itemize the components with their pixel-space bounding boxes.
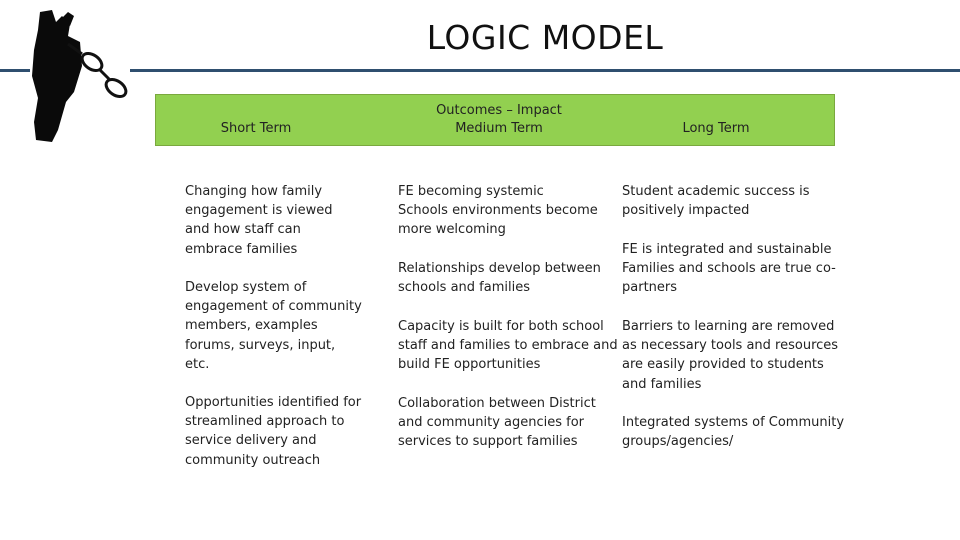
item-line: etc.	[185, 356, 210, 372]
header-rule-left	[0, 69, 30, 72]
item-line: and how staff can	[185, 222, 301, 238]
item-line: Integrated systems of Community	[622, 415, 845, 430]
item-line: more welcoming	[398, 222, 506, 238]
item-line: Student academic success is	[622, 184, 810, 199]
medium-term-item: Collaboration between District and commu…	[398, 394, 618, 452]
long-term-item: Integrated systems of Community groups/a…	[622, 413, 850, 451]
item-line: members, examples	[185, 318, 318, 334]
item-line: schools and families	[398, 280, 530, 296]
item-line: engagement of community	[185, 299, 362, 315]
item-line: staff and families to embrace and	[398, 338, 618, 354]
item-line: service delivery and	[185, 433, 317, 449]
medium-term-item: Relationships develop between schools an…	[398, 259, 618, 297]
page-title: LOGIC MODEL	[426, 18, 664, 57]
item-line: and families	[622, 376, 702, 392]
item-line: engagement is viewed	[185, 203, 333, 219]
header-long-term: Long Term	[682, 121, 750, 136]
medium-term-item: FE becoming systemic Schools environment…	[398, 182, 618, 240]
short-term-item: Opportunities identified for streamlined…	[185, 393, 375, 470]
item-line: Families and schools are true co-	[622, 261, 836, 277]
item-line: embrace families	[185, 241, 298, 257]
item-line: Changing how family	[185, 184, 323, 199]
item-line: partners	[622, 280, 678, 296]
header-rule-right	[130, 69, 960, 72]
header-medium-term: Outcomes – Impact Medium Term	[414, 102, 584, 138]
header-medium-term-label: Medium Term	[455, 121, 543, 136]
item-line: positively impacted	[622, 203, 750, 219]
item-line: Relationships develop between	[398, 261, 601, 276]
long-term-item: FE is integrated and sustainable Familie…	[622, 240, 850, 298]
item-line: groups/agencies/	[622, 434, 734, 450]
item-line: Capacity is built for both school	[398, 319, 604, 334]
item-line: services to support families	[398, 434, 578, 450]
item-line: Barriers to learning are removed	[622, 319, 835, 334]
header-short-term: Short Term	[220, 121, 292, 136]
long-term-item: Student academic success is positively i…	[622, 182, 850, 220]
item-line: community outreach	[185, 452, 321, 468]
short-term-item: Develop system of engagement of communit…	[185, 278, 375, 374]
logo-graphic	[32, 10, 128, 142]
item-line: Schools environments become	[398, 203, 598, 219]
item-line: Develop system of	[185, 280, 307, 295]
table-header: Short Term Outcomes – Impact Medium Term…	[155, 94, 835, 146]
item-line: Collaboration between District	[398, 396, 596, 411]
header-outcomes-impact: Outcomes – Impact	[436, 103, 562, 118]
item-line: FE becoming systemic	[398, 184, 544, 199]
hand-holding-glasses-icon	[22, 6, 134, 146]
item-line: as necessary tools and resources	[622, 338, 839, 354]
long-term-item: Barriers to learning are removed as nece…	[622, 317, 850, 394]
medium-term-item: Capacity is built for both school staff …	[398, 317, 618, 375]
item-line: forums, surveys, input,	[185, 337, 336, 353]
item-line: build FE opportunities	[398, 357, 541, 373]
item-line: FE is integrated and sustainable	[622, 242, 832, 257]
item-line: Opportunities identified for	[185, 395, 362, 410]
short-term-item: Changing how family engagement is viewed…	[185, 182, 375, 259]
item-line: streamlined approach to	[185, 414, 345, 430]
item-line: are easily provided to students	[622, 357, 824, 373]
item-line: and community agencies for	[398, 415, 585, 431]
